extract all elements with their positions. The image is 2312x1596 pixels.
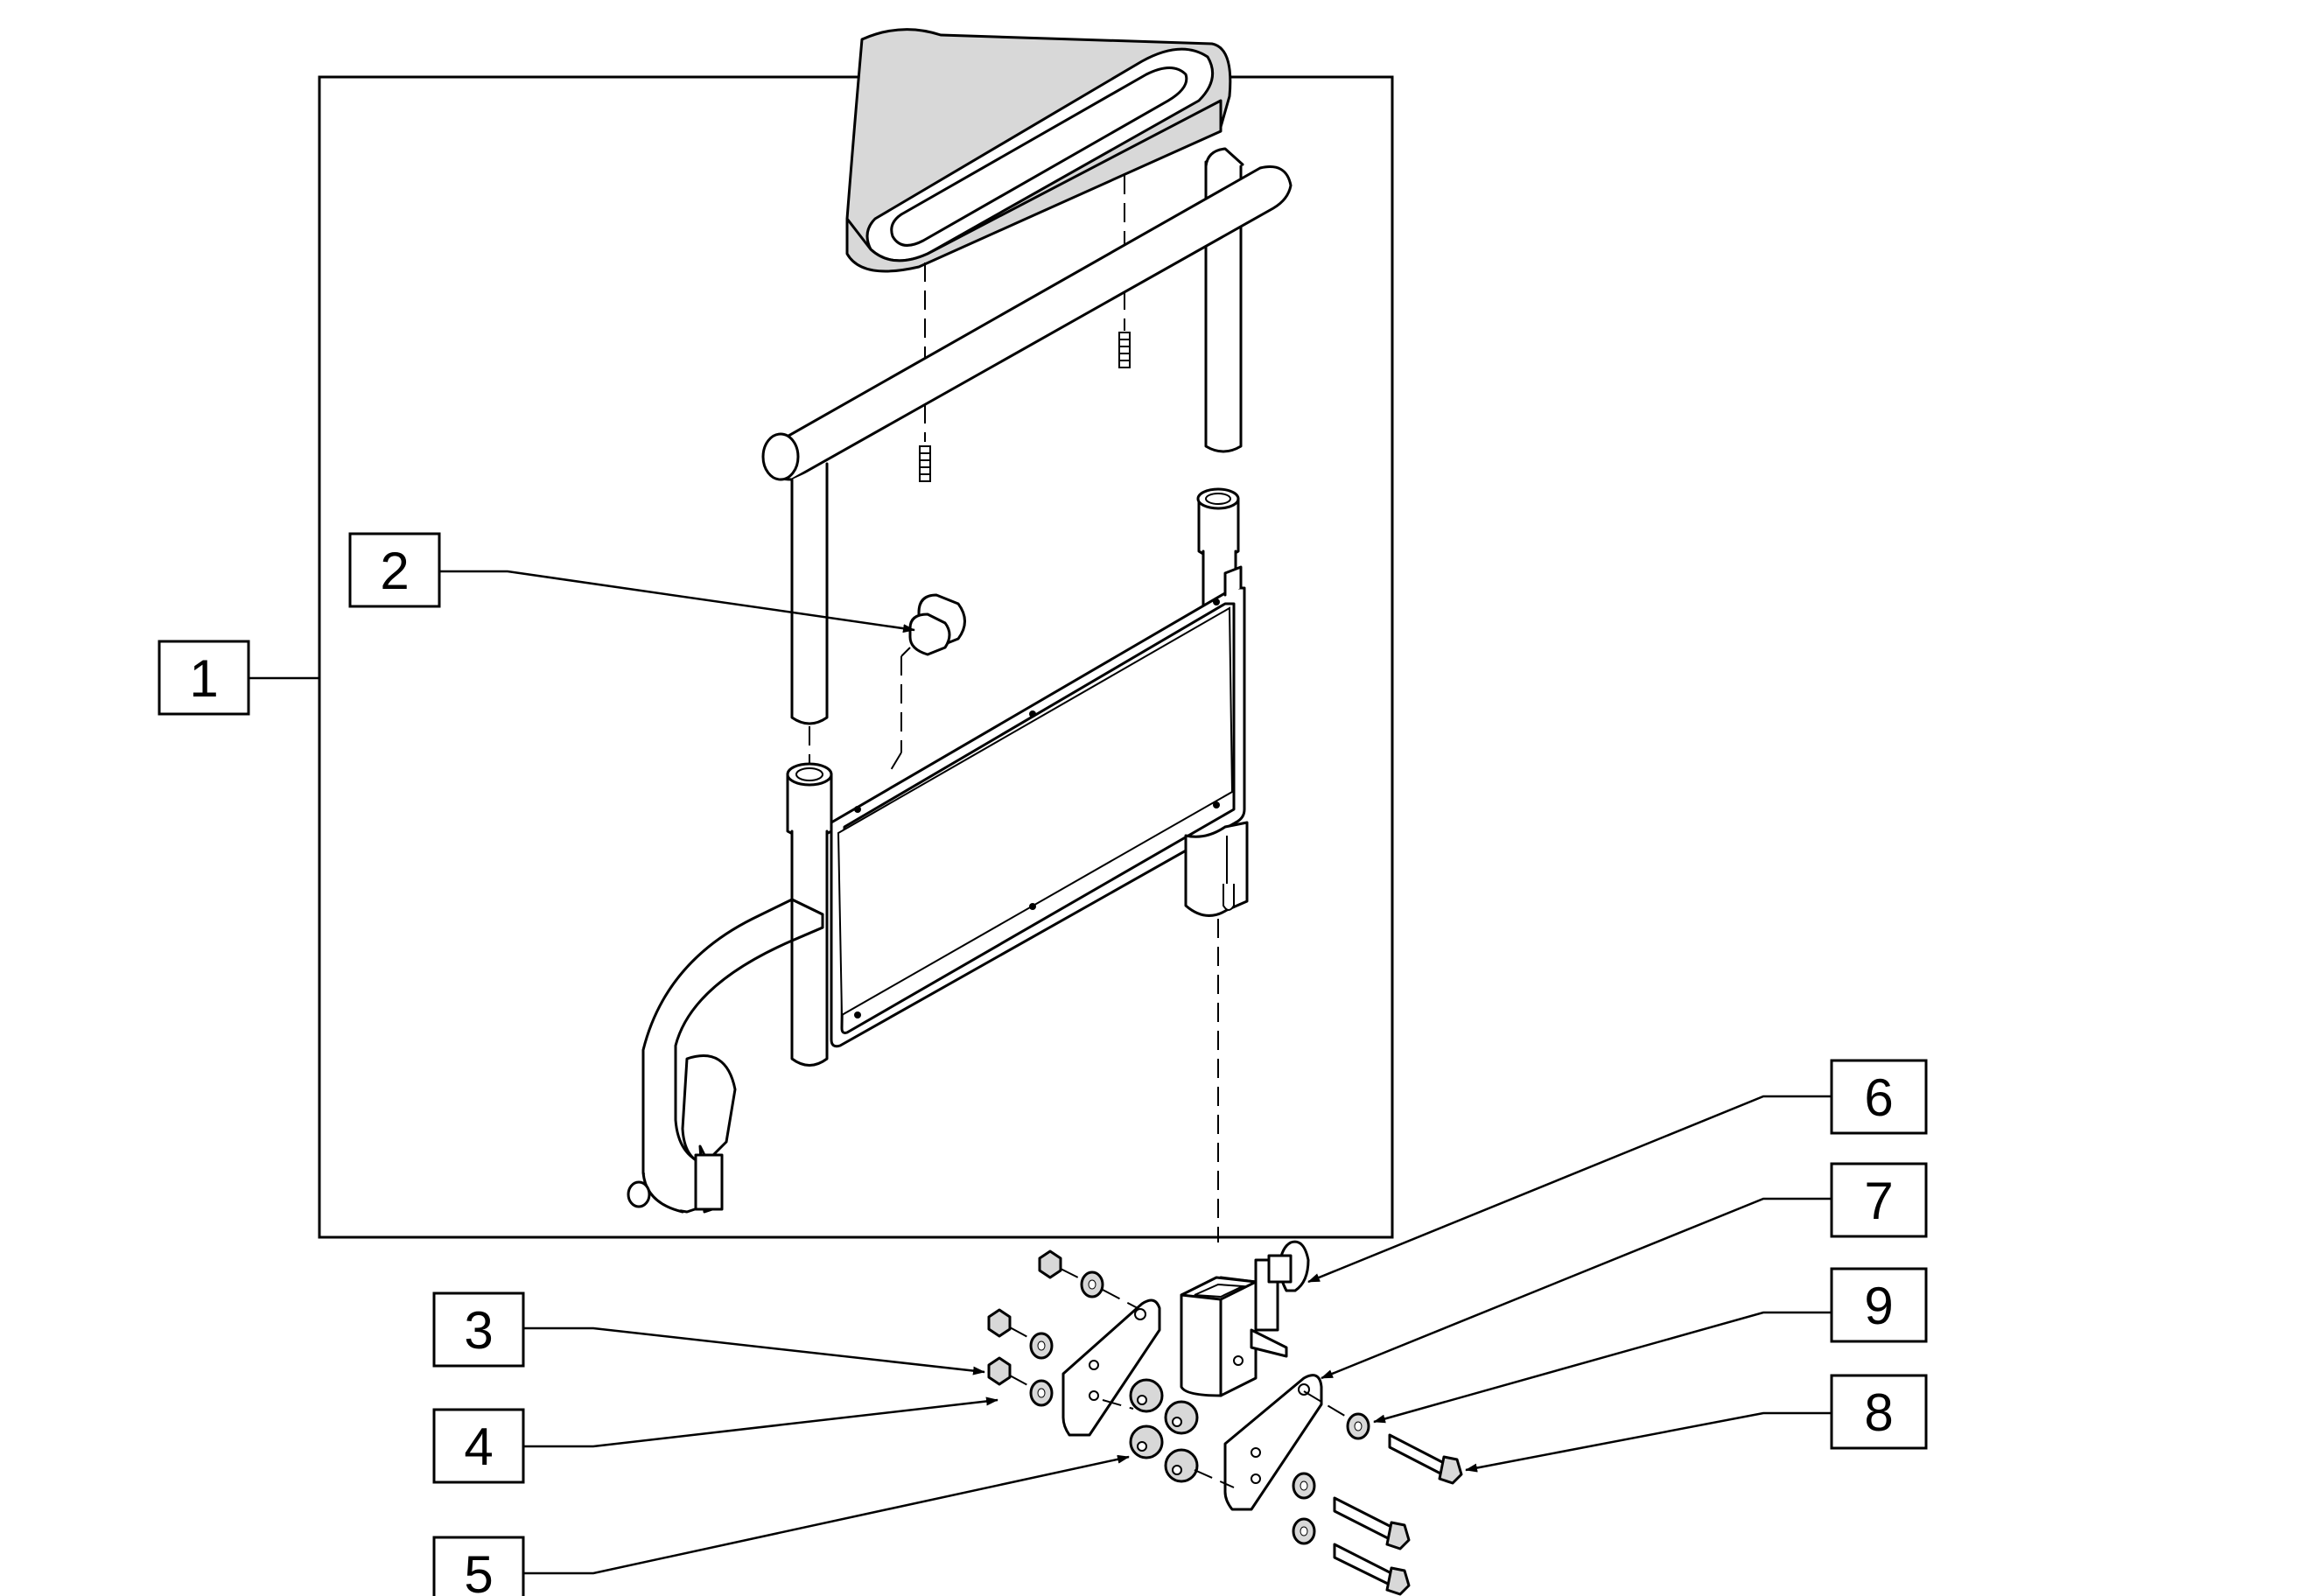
lock-nuts xyxy=(987,1250,1062,1386)
callout-leaders xyxy=(249,570,1832,1575)
washers-right xyxy=(1292,1412,1370,1545)
bumper-plug xyxy=(890,593,966,771)
callout-5: 5 xyxy=(432,1536,525,1596)
assembly-frame xyxy=(318,75,1394,1239)
armrest-pad xyxy=(845,28,1232,273)
arm-socket-frame xyxy=(627,487,1249,1242)
callout-4-label: 4 xyxy=(464,1418,493,1476)
callout-2: 2 xyxy=(348,532,441,608)
receiver-block xyxy=(1180,1240,1310,1397)
callout-8-label: 8 xyxy=(1864,1383,1893,1442)
callout-2-label: 2 xyxy=(380,542,409,600)
callout-5-label: 5 xyxy=(464,1545,493,1596)
callout-7: 7 xyxy=(1830,1162,1928,1238)
callout-6: 6 xyxy=(1830,1059,1928,1135)
callout-1: 1 xyxy=(158,640,250,716)
callout-4: 4 xyxy=(432,1408,525,1484)
spacer-set xyxy=(1129,1378,1199,1483)
callout-7-label: 7 xyxy=(1864,1172,1893,1230)
hardware-dash-lines xyxy=(1009,1268,1349,1488)
callout-6-label: 6 xyxy=(1864,1068,1893,1127)
callout-3: 3 xyxy=(432,1292,525,1368)
callout-9-label: 9 xyxy=(1864,1277,1893,1335)
upper-arm-tube xyxy=(761,147,1293,770)
hex-bolts xyxy=(1333,1433,1463,1596)
left-mount-plate xyxy=(1061,1298,1161,1437)
callout-1-label: 1 xyxy=(189,649,218,708)
callout-3-label: 3 xyxy=(464,1301,493,1360)
washers-left xyxy=(1029,1270,1104,1407)
right-mount-plate xyxy=(1223,1374,1323,1511)
callout-9: 9 xyxy=(1830,1267,1928,1343)
callout-8: 8 xyxy=(1830,1374,1928,1450)
